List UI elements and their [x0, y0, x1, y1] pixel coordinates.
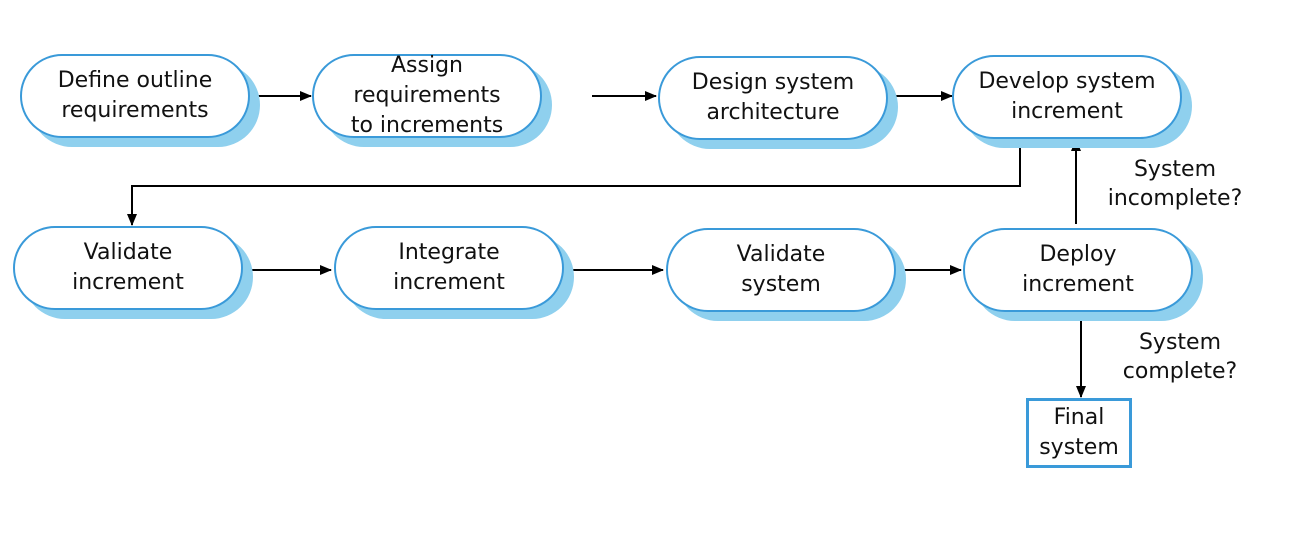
step-design-system-architecture: Design system architecture: [658, 56, 898, 149]
step-line-2: architecture: [706, 100, 840, 125]
step-line-2: system: [741, 272, 821, 297]
step-validate-system: Validate system: [666, 228, 906, 321]
step-line-2: increment: [1022, 272, 1134, 297]
step-line-2: increment: [1011, 99, 1123, 124]
step-assign-requirements: Assign requirements to increments: [312, 53, 552, 147]
final-line-1: Final: [1053, 405, 1105, 430]
arrow-develop-to-validate-increment: [127, 140, 1021, 226]
step-line-1: Design system: [691, 70, 855, 95]
step-line-1: Define outline: [57, 68, 213, 93]
system-incomplete-label: System incomplete?: [1107, 157, 1243, 211]
step-line-2: increment: [72, 270, 184, 295]
step-deploy-increment: Deploy increment: [963, 228, 1203, 321]
final-line-2: system: [1039, 435, 1119, 460]
step-line-1: Deploy: [1039, 242, 1117, 267]
step-line-2: to increments: [350, 113, 504, 138]
step-line-1: Assign requirements: [353, 53, 501, 108]
step-line-1: Validate: [83, 240, 173, 265]
step-integrate-increment: Integrate increment: [334, 226, 574, 319]
system-complete-label: System complete?: [1122, 330, 1238, 384]
step-line-1: Develop system: [978, 69, 1156, 94]
step-line-1: Integrate: [398, 240, 500, 265]
step-line-1: Validate: [736, 242, 826, 267]
step-define-outline-requirements: Define outline requirements: [20, 54, 260, 147]
step-validate-increment: Validate increment: [13, 226, 253, 319]
step-develop-system-increment: Develop system increment: [952, 55, 1192, 148]
final-system-box: Final system: [1026, 398, 1132, 468]
step-line-2: requirements: [61, 98, 209, 123]
step-line-2: increment: [393, 270, 505, 295]
